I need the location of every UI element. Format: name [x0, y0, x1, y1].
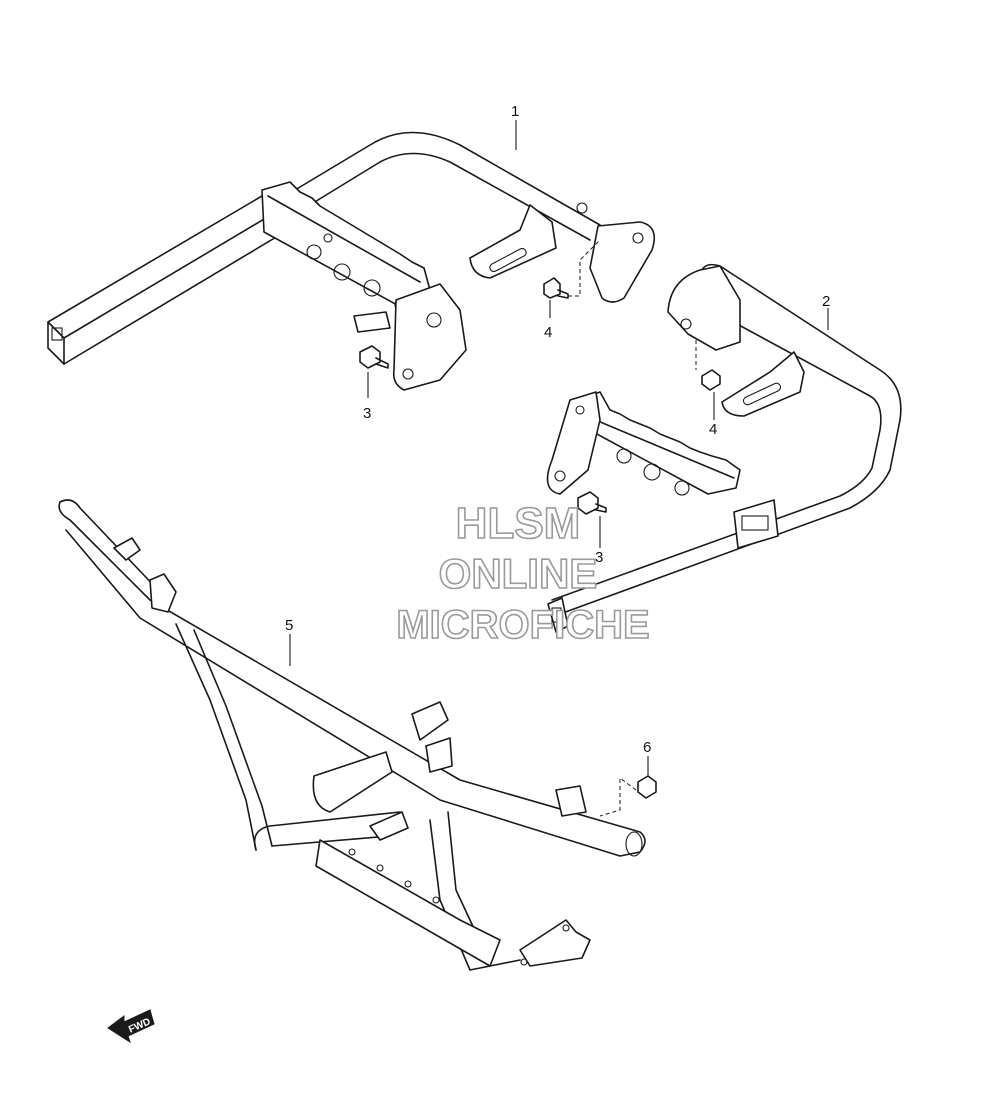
callout-4-lower: 4 [709, 421, 717, 438]
callout-5: 5 [285, 617, 293, 634]
callout-3-upper: 3 [363, 405, 371, 422]
bolt-3-lower [577, 491, 607, 548]
part-5-front-guard [58, 499, 646, 971]
fwd-arrow-icon: FWD [107, 1009, 155, 1044]
callout-2: 2 [822, 293, 830, 310]
callout-4-upper: 4 [544, 324, 552, 341]
watermark-line-1: HLSM [456, 499, 581, 548]
bolt-6 [599, 756, 657, 817]
callout-6: 6 [643, 739, 651, 756]
bolt-3-upper [359, 345, 389, 398]
watermark: HLSM ONLINE MICROFICHE [396, 498, 651, 648]
bolt-4-lower [695, 340, 721, 420]
callout-1: 1 [511, 103, 519, 120]
watermark-line-2: ONLINE [439, 550, 598, 597]
part-1-left-footrest-bracket [47, 131, 656, 391]
bolt-4-upper [543, 239, 601, 318]
part-2-right-footrest-bracket [546, 263, 902, 633]
watermark-line-3: MICROFICHE [396, 603, 649, 647]
callouts: 1 2 3 3 4 4 5 6 [285, 103, 830, 756]
callout-3-lower: 3 [595, 549, 603, 566]
